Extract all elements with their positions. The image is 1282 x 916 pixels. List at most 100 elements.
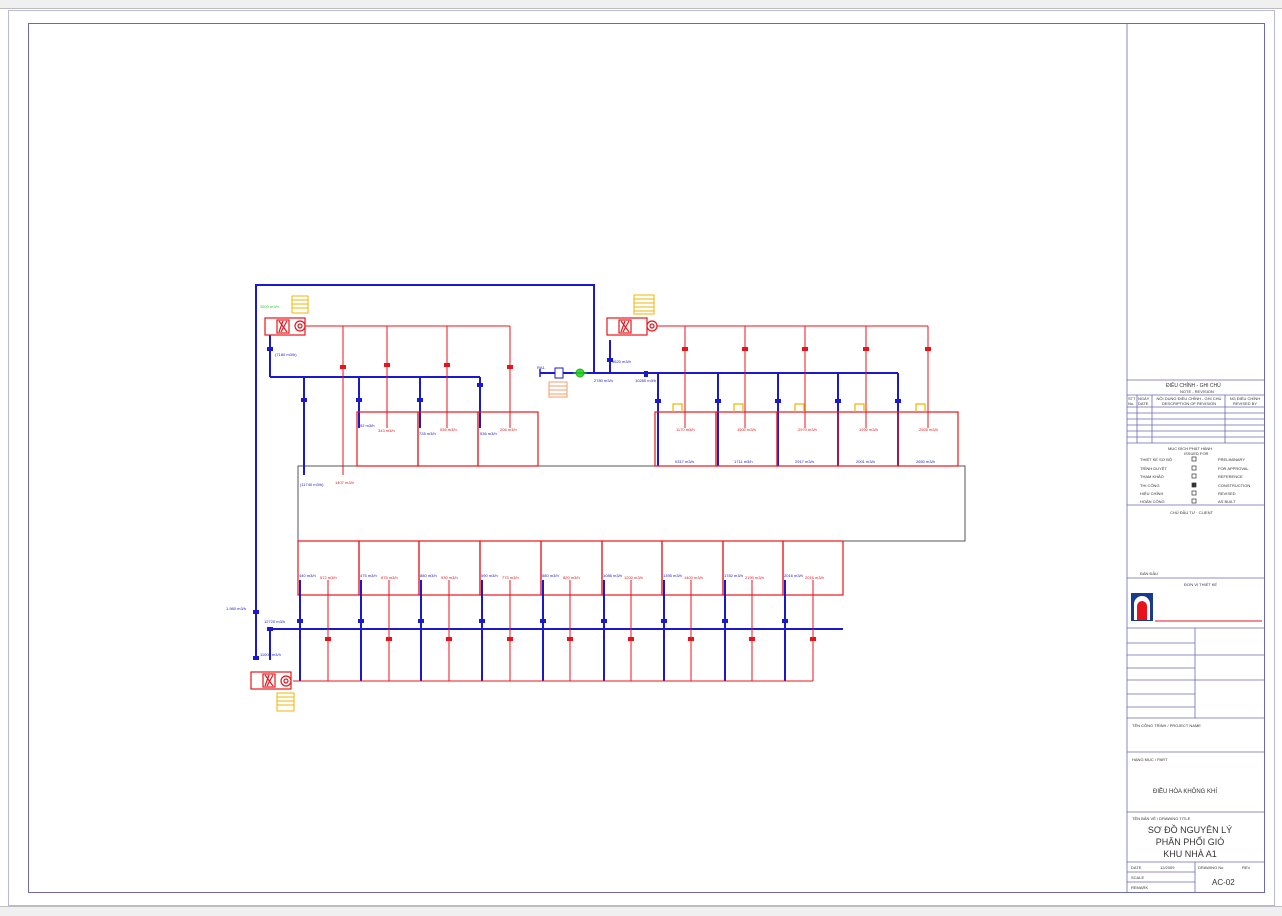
rev-col-date: NGÀY DATE	[1138, 396, 1150, 406]
rev-label: REV	[1242, 865, 1251, 870]
part-value: ĐIỀU HÒA KHÔNG KHÍ	[1153, 789, 1218, 795]
room-tr-2-supply: 1500 m3/h	[737, 427, 756, 432]
supply-duct-network-top	[303, 325, 929, 475]
ahu-top-left	[264, 317, 306, 336]
diffusers-top-right	[672, 403, 926, 412]
room-tl-3-a: 536 m3/h	[480, 431, 497, 436]
room-b-5-b: 820 m3/h	[563, 575, 580, 580]
part-label: HẠNG MỤC / PART	[1132, 757, 1168, 762]
rooms-top-right	[654, 411, 959, 467]
room-b-3-a: 880 m3/h	[420, 573, 437, 578]
room-tr-1-return: 0317 m3/h	[675, 459, 694, 464]
room-b-1-b: 572 m3/h	[320, 575, 337, 580]
room-b-9-a: 2016 m3/h	[784, 573, 803, 578]
room-tl-1-a: 92 m3/h	[360, 423, 375, 428]
issue-checkboxes	[1191, 456, 1197, 504]
room-b-6-b: 1200 m3/h	[624, 575, 643, 580]
room-tl-2-a: 728 m3/h	[419, 431, 436, 436]
issue-row-2-en: FOR APPROVAL	[1218, 466, 1249, 471]
viewer-bottom-bar	[0, 906, 1282, 916]
revision-header: ĐIỀU CHỈNH - GHI CHÚ	[1166, 383, 1221, 389]
room-b-8-b: 2190 m3/h	[745, 575, 764, 580]
date-value: 12/2009	[1160, 865, 1175, 870]
exhaust-louver	[548, 381, 568, 398]
issue-row-3-vn: THAM KHẢO	[1140, 474, 1164, 479]
issue-row-1-en: PRELIMINARY	[1218, 457, 1246, 462]
drawing-no-label: DRAWING No	[1198, 865, 1224, 870]
exhaust-fan	[539, 367, 564, 379]
flow-left-riser: (11740 m3/h)	[300, 482, 324, 487]
issue-row-1-vn: THIẾT KẾ SƠ BỘ	[1140, 457, 1173, 462]
date-label: DATE	[1131, 865, 1142, 870]
room-b-9-b: 2016 m3/h	[805, 575, 824, 580]
issue-row-6-en: AS BUILT	[1218, 499, 1236, 504]
room-tr-5-supply: 2505 m3/h	[919, 427, 938, 432]
room-b-1-a: 440 m3/h	[299, 573, 316, 578]
room-tr-5-return: 2650 m3/h	[916, 459, 935, 464]
drawing-frame	[28, 23, 1265, 893]
room-tr-3-supply: 2970 m3/h	[798, 427, 817, 432]
issue-row-2-vn: TRÌNH DUYỆT	[1140, 466, 1167, 471]
room-b-8-a: 1782 m3/h	[724, 573, 743, 578]
flow-center-right: 10280 m3/h	[635, 378, 657, 383]
flow-left-return: 1407 m3/h	[335, 480, 354, 485]
issue-row-5-en: REVISED	[1218, 491, 1236, 496]
designer-logo-icon	[1131, 593, 1262, 622]
drawing-number: AC-02	[1212, 878, 1235, 887]
room-tr-3-return: 2917 m3/h	[795, 459, 814, 464]
supply-dampers	[325, 347, 931, 641]
project-label: TÊN CÔNG TRÌNH / PROJECT NAME	[1132, 723, 1201, 728]
return-duct-network-bottom	[255, 580, 843, 681]
room-b-2-a: 475 m3/h	[360, 573, 377, 578]
rev-col-no: STT No.	[1128, 396, 1136, 406]
supply-duct-network-bottom	[293, 580, 814, 682]
rev-col-by: NG ĐIỀU CHỈNH REVISED BY	[1229, 396, 1261, 406]
room-tl-3-b: 206 m3/h	[500, 427, 517, 432]
flow-left-main: (7180 m3/h)	[275, 352, 297, 357]
stamp-label: ĐÁN ĐẦU	[1140, 571, 1159, 576]
room-b-7-a: 1395 m3/h	[663, 573, 682, 578]
room-tr-2-return: 1711 m3/h	[734, 459, 753, 464]
issue-row-5-vn: HIỆU CHỈNH	[1140, 491, 1164, 496]
scale-label: SCALE	[1131, 875, 1145, 880]
client-label: CHỦ ĐẦU TƯ · CLIENT	[1170, 510, 1213, 515]
rev-col-desc: NỘI DUNG ĐIỀU CHỈNH - GHI CHÚ DESCRIPTIO…	[1156, 396, 1222, 406]
room-b-3-b: 930 m3/h	[441, 575, 458, 580]
room-b-4-a: 590 m3/h	[481, 573, 498, 578]
flow-tag: RA1	[537, 365, 545, 370]
drawing-title-line-1: SƠ ĐỒ NGUYÊN LÝ	[1147, 825, 1233, 835]
flow-center-left: 9620 m3/h	[612, 359, 631, 364]
ahu-bottom	[250, 671, 292, 690]
issue-row-6-vn: HOÀN CÔNG	[1140, 499, 1165, 504]
issue-header: MỤC ĐÍCH PHÁT HÀNH	[1168, 446, 1213, 451]
room-b-6-a: 1086 m3/h	[603, 573, 622, 578]
viewer-top-bar	[0, 0, 1282, 9]
drawing-title-line-2: PHÂN PHỐI GIÓ	[1155, 837, 1225, 847]
issue-header-en: ISSUED FOR	[1184, 451, 1209, 456]
room-tl-2-b: 536 m3/h	[440, 427, 457, 432]
remark-label: REMARK	[1131, 885, 1149, 890]
rooms-top-left	[356, 411, 539, 467]
drawing-sheet	[8, 10, 1275, 906]
flow-center-inlet: 2780 m3/h	[594, 378, 613, 383]
return-dampers	[253, 347, 901, 660]
issue-row-4-en: CONSTRUCTION	[1218, 483, 1251, 488]
room-tr-4-supply: 1990 m3/h	[859, 427, 878, 432]
louvers	[276, 294, 655, 712]
room-tr-1-supply: 1170 m3/h	[676, 427, 695, 432]
ahu-marker-label: 3500 m3/h	[260, 304, 279, 309]
room-b-5-a: 580 m3/h	[542, 573, 559, 578]
issue-row-3-en: REFERENCE	[1218, 474, 1243, 479]
room-b-7-b: 1400 m3/h	[684, 575, 703, 580]
room-tr-4-return: 2001 m3/h	[856, 459, 875, 464]
flow-bottom-main: 12720 m3/h	[264, 619, 286, 624]
room-b-4-b: 775 m3/h	[502, 575, 519, 580]
designer-label: ĐƠN VỊ THIẾT KẾ	[1184, 582, 1218, 587]
room-b-2-b: 675 m3/h	[381, 575, 398, 580]
drawing-title-label: TÊN BẢN VẼ / DRAWING TITLE	[1132, 816, 1191, 821]
room-tl-1-b: 343 m3/h	[378, 428, 395, 433]
flow-bottom-unit: 11000 m3/h	[260, 652, 281, 657]
revision-header-en: NOTE - REVISION	[1180, 389, 1214, 394]
